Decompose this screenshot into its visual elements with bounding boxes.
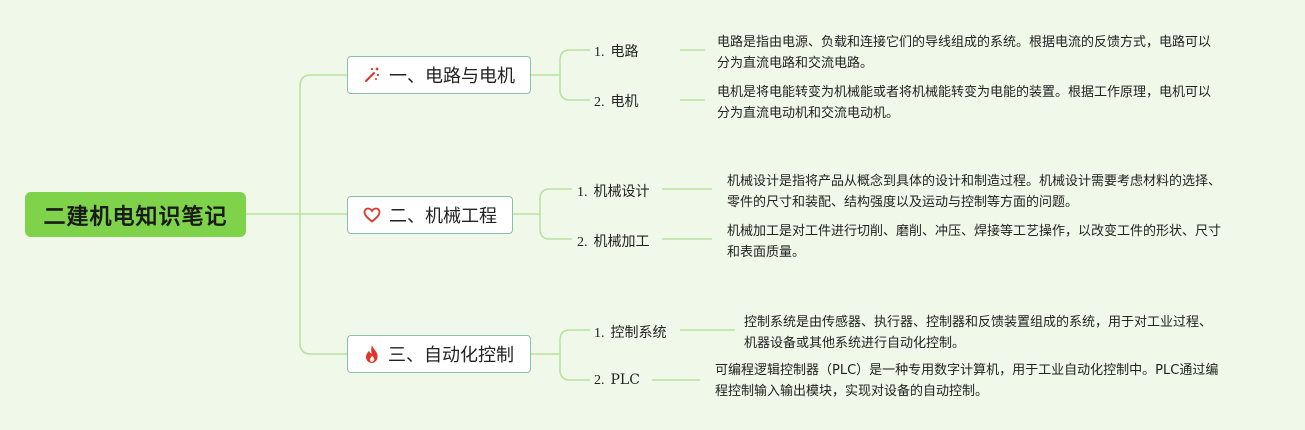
branch-label: 一、电路与电机 [389, 66, 515, 87]
magic-wand-icon [363, 66, 381, 84]
leaf-label: 机械加工 [593, 234, 650, 250]
leaf-machining[interactable]: 2. 机械加工 [577, 231, 650, 251]
leaf-label: 电机 [610, 94, 639, 110]
heart-icon [363, 207, 381, 223]
leaf-description: 机械加工是对工件进行切削、磨削、冲压、焊接等工艺操作，以改变工件的形状、尺寸和表… [727, 224, 1222, 260]
root-topic[interactable]: 二建机电知识笔记 [25, 192, 246, 237]
branch-label: 三、自动化控制 [388, 345, 514, 366]
branch-label: 二、机械工程 [389, 206, 497, 227]
leaf-description: 可编程逻辑控制器（PLC）是一种专用数字计算机，用于工业自动化控制中。PLC通过… [715, 363, 1219, 399]
leaf-label: 控制系统 [610, 325, 667, 341]
leaf-label: PLC [610, 372, 640, 388]
leaf-plc[interactable]: 2. PLC [594, 372, 640, 389]
branch-circuit-motor[interactable]: 一、电路与电机 [347, 56, 531, 94]
branch-mechanical-engineering[interactable]: 二、机械工程 [347, 196, 513, 234]
leaf-label: 机械设计 [593, 184, 650, 200]
root-title: 二建机电知识笔记 [43, 204, 228, 230]
leaf-number: 1. [594, 45, 605, 60]
leaf-motor[interactable]: 2. 电机 [594, 91, 639, 111]
leaf-number: 2. [594, 95, 605, 110]
leaf-number: 1. [594, 326, 605, 341]
fire-icon [364, 344, 380, 364]
leaf-description: 控制系统是由传感器、执行器、控制器和反馈装置组成的系统，用于对工业过程、机器设备… [744, 315, 1213, 351]
leaf-label: 电路 [610, 44, 639, 60]
leaf-circuit[interactable]: 1. 电路 [594, 41, 639, 61]
leaf-description: 电机是将电能转变为机械能或者将机械能转变为电能的装置。根据工作原理，电机可以分为… [717, 85, 1212, 121]
leaf-number: 1. [577, 185, 588, 200]
leaf-mechanical-design[interactable]: 1. 机械设计 [577, 181, 650, 201]
leaf-control-system[interactable]: 1. 控制系统 [594, 322, 667, 342]
leaf-description: 机械设计是指将产品从概念到具体的设计和制造过程。机械设计需要考虑材料的选择、零件… [727, 174, 1222, 210]
leaf-number: 2. [577, 235, 588, 250]
branch-automation-control[interactable]: 三、自动化控制 [347, 335, 531, 373]
leaf-description: 电路是指由电源、负载和连接它们的导线组成的系统。根据电流的反馈方式，电路可以分为… [717, 35, 1212, 71]
leaf-number: 2. [594, 373, 605, 388]
